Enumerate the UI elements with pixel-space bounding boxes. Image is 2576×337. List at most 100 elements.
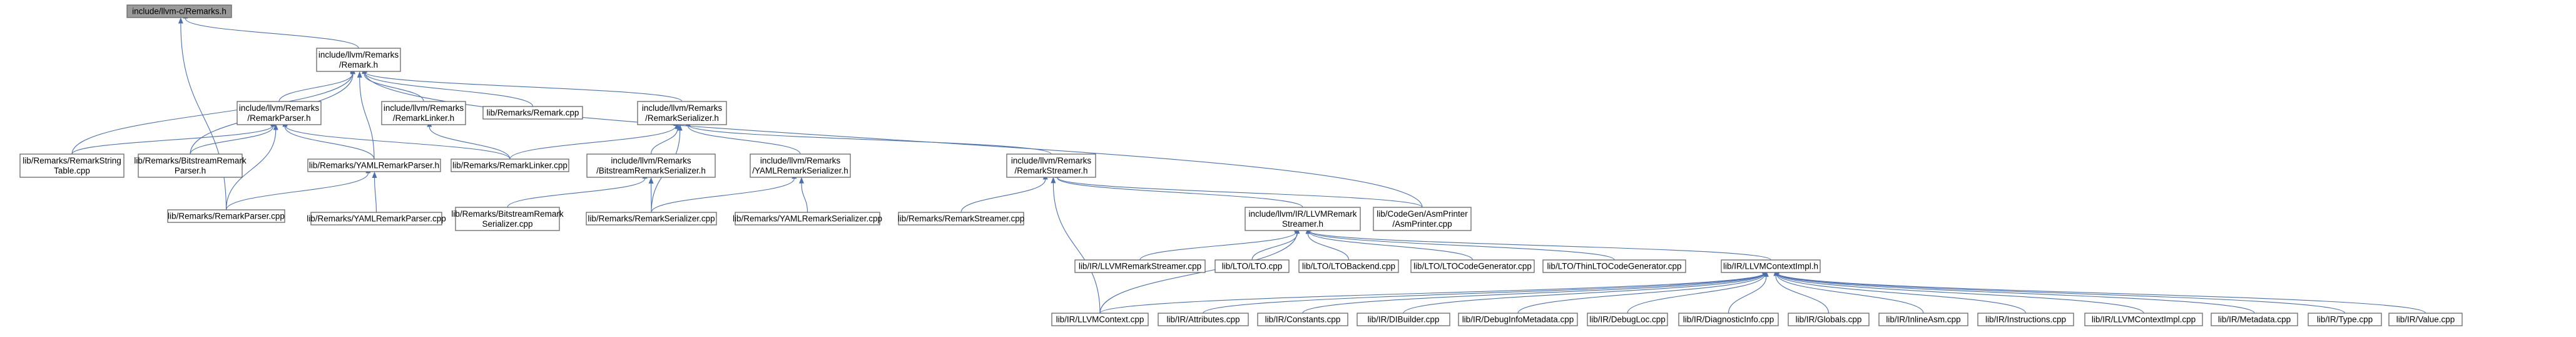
node-label: lib/IR/Value.cpp: [2396, 315, 2455, 324]
node-lib-lto-lto-cpp[interactable]: lib/LTO/LTO.cpp: [1214, 259, 1290, 273]
node-lib-ir-llvmcontext-cpp[interactable]: lib/IR/LLVMContext.cpp: [1051, 313, 1149, 326]
node-lib-ir-globals-cpp[interactable]: lib/IR/Globals.cpp: [1788, 313, 1870, 326]
node-label: lib/Remarks/RemarkLinker.cpp: [452, 161, 568, 170]
node-label: lib/Remarks/RemarkSerializer.cpp: [588, 214, 715, 224]
node-lib-ir-type-cpp[interactable]: lib/IR/Type.cpp: [2308, 313, 2382, 326]
node-box: [1878, 313, 1968, 326]
edge-n31-to-n26: [1517, 267, 1768, 314]
node-label: lib/IR/Metadata.cpp: [2218, 315, 2291, 324]
node-box: [19, 153, 125, 178]
edge-n27-to-n26: [1099, 266, 1768, 314]
edge-n27-to-n13: [1051, 177, 1101, 314]
node-lib-remarks-remarkstreamer-cpp[interactable]: lib/Remarks/RemarkStreamer.cpp: [898, 212, 1025, 226]
node-box: [1458, 313, 1578, 326]
node-lib-lto-thinltocodegenerator-cpp[interactable]: lib/LTO/ThinLTOCodeGenerator.cpp: [1542, 259, 1686, 273]
node-label: include/llvm-c/Remarks.h: [132, 7, 227, 16]
node-box: [451, 158, 569, 172]
node-box: [1074, 259, 1206, 273]
edge-n27-to-n20: [1099, 226, 1300, 314]
edge-n40-to-n26: [1774, 266, 2426, 314]
node-box: [586, 212, 717, 226]
node-lib-remarks-yamlremarkserializer-cpp[interactable]: lib/Remarks/YAMLRemarkSerializer.cpp: [733, 212, 882, 226]
edge-n30-to-n26: [1403, 267, 1768, 314]
node-label: lib/Remarks/YAMLRemarkParser.h: [309, 161, 439, 170]
edge-n18-to-n12: [799, 177, 808, 213]
node-include-llvm-remarks-remarkstreamer-h[interactable]: include/llvm/Remarks/RemarkStreamer.h: [1006, 153, 1096, 178]
edge-n26-to-n20: [1306, 224, 1771, 261]
node-lib-ir-llvmcontextimpl-h[interactable]: lib/IR/LLVMContextImpl.h: [1721, 259, 1821, 273]
edge-n14-to-n13: [1054, 171, 1423, 208]
node-include-llvm-remarks-bitstreamremarkserializer-h[interactable]: include/llvm/Remarks/BitstreamRemarkSeri…: [586, 153, 716, 178]
node-lib-ir-llvmcontextimpl-cpp[interactable]: lib/IR/LLVMContextImpl.cpp: [2084, 313, 2203, 326]
node-box: [2308, 313, 2382, 326]
node-box: [1357, 313, 1450, 326]
node-lib-lto-ltocodegenerator-cpp[interactable]: lib/LTO/LTOCodeGenerator.cpp: [1410, 259, 1535, 273]
node-lib-ir-attributes-cpp[interactable]: lib/IR/Attributes.cpp: [1158, 313, 1249, 326]
node-include-llvm-remarks-yamlremarkserializer-h[interactable]: include/llvm/Remarks/YAMLRemarkSerialize…: [750, 153, 851, 178]
edge-n13-to-n6: [685, 118, 1052, 155]
node-box: [1977, 313, 2074, 326]
node-label: lib/IR/DIBuilder.cpp: [1368, 315, 1440, 324]
node-label: lib/Remarks/YAMLRemarkParser.cpp: [307, 214, 446, 224]
node-include-llvm-remarks-remarkparser-h[interactable]: include/llvm/Remarks/RemarkParser.h: [237, 101, 322, 125]
node-label: include/llvm/Remarks: [318, 50, 399, 60]
node-label: /RemarkStreamer.h: [1014, 166, 1087, 175]
node-label: lib/Remarks/YAMLRemarkSerializer.cpp: [733, 214, 882, 224]
edge-n10-to-n3: [282, 119, 511, 160]
edge-n22-to-n20: [1251, 227, 1300, 261]
node-lib-remarks-yamlremarkparser-h[interactable]: lib/Remarks/YAMLRemarkParser.h: [307, 158, 441, 172]
node-lib-ir-instructions-cpp[interactable]: lib/IR/Instructions.cpp: [1977, 313, 2074, 326]
node-lib-ir-constants-cpp[interactable]: lib/IR/Constants.cpp: [1257, 313, 1348, 326]
node-include-llvm-remarks-remarkserializer-h[interactable]: include/llvm/Remarks/RemarkSerializer.h: [637, 101, 727, 125]
node-label: lib/Remarks/RemarkStreamer.cpp: [898, 214, 1025, 224]
node-box: [586, 153, 716, 178]
edge-n9-to-n1: [357, 71, 375, 160]
node-lib-remarks-remarkserializer-cpp[interactable]: lib/Remarks/RemarkSerializer.cpp: [586, 212, 717, 226]
node-box: [138, 153, 243, 178]
node-lib-remarks-remarklinker-cpp[interactable]: lib/Remarks/RemarkLinker.cpp: [451, 158, 569, 172]
node-lib-ir-debugloc-cpp[interactable]: lib/IR/DebugLoc.cpp: [1587, 313, 1668, 326]
node-lib-ir-llvmremarkstreamer-cpp[interactable]: lib/IR/LLVMRemarkStreamer.cpp: [1074, 259, 1206, 273]
node-box: [750, 153, 851, 178]
node-box: [898, 212, 1024, 226]
node-lib-remarks-remark-cpp[interactable]: lib/Remarks/Remark.cpp: [482, 106, 583, 120]
node-label: lib/LTO/LTO.cpp: [1222, 262, 1283, 271]
node-lib-remarks-bitstreamremarkserializer-cpp[interactable]: lib/Remarks/BitstreamRemarkSerializer.cp…: [451, 207, 564, 231]
node-label: lib/IR/LLVMContextImpl.cpp: [2092, 315, 2196, 324]
edge-n15-to-n9: [372, 171, 377, 213]
node-label: Parser.h: [175, 166, 206, 175]
node-lib-lto-ltobackend-cpp[interactable]: lib/LTO/LTOBackend.cpp: [1298, 259, 1399, 273]
node-box: [1721, 259, 1821, 273]
node-label: lib/IR/DebugLoc.cpp: [1589, 315, 1666, 324]
node-box: [1678, 313, 1779, 326]
node-label: lib/Remarks/Remark.cpp: [487, 108, 579, 118]
edge-n12-to-n6: [685, 120, 801, 155]
node-lib-ir-value-cpp[interactable]: lib/IR/Value.cpp: [2388, 313, 2463, 326]
node-include-llvm-c-remarks-h[interactable]: include/llvm-c/Remarks.h: [126, 4, 232, 18]
node-lib-ir-dibuilder-cpp[interactable]: lib/IR/DIBuilder.cpp: [1357, 313, 1450, 326]
node-label: Serializer.cpp: [482, 219, 532, 229]
node-lib-ir-inlineasm-cpp[interactable]: lib/IR/InlineAsm.cpp: [1878, 313, 1968, 326]
node-include-llvm-ir-llvmremarkstreamer-h[interactable]: include/llvm/IR/LLVMRemarkStreamer.h: [1245, 207, 1361, 231]
edge-n34-to-n26: [1773, 269, 1830, 314]
edge-n2-to-n0: [178, 17, 227, 210]
node-include-llvm-remarks-remarklinker-h[interactable]: include/llvm/Remarks/RemarkLinker.h: [381, 101, 466, 125]
node-box: [316, 48, 401, 72]
node-box: [455, 207, 560, 231]
node-include-llvm-remarks-remark-h[interactable]: include/llvm/Remarks/Remark.h: [316, 48, 401, 72]
node-label: include/llvm/Remarks: [239, 103, 320, 113]
node-lib-remarks-remarkparser-cpp[interactable]: lib/Remarks/RemarkParser.cpp: [167, 209, 285, 223]
edge-n19-to-n13: [960, 173, 1048, 213]
node-lib-ir-debuginfometadata-cpp[interactable]: lib/IR/DebugInfoMetadata.cpp: [1458, 313, 1578, 326]
node-lib-remarks-yamlremarkparser-cpp[interactable]: lib/Remarks/YAMLRemarkParser.cpp: [307, 212, 446, 226]
node-label: include/llvm/IR/LLVMRemark: [1248, 209, 1357, 219]
node-lib-ir-metadata-cpp[interactable]: lib/IR/Metadata.cpp: [2211, 313, 2298, 326]
node-box: [1587, 313, 1668, 326]
node-label: include/llvm/Remarks: [1011, 156, 1092, 165]
node-lib-ir-diagnosticinfo-cpp[interactable]: lib/IR/DiagnosticInfo.cpp: [1678, 313, 1779, 326]
node-label: lib/LTO/ThinLTOCodeGenerator.cpp: [1547, 262, 1681, 271]
node-lib-codegen-asmprinter-asmprinter-cpp[interactable]: lib/CodeGen/AsmPrinter/AsmPrinter.cpp: [1373, 207, 1472, 231]
node-box: [482, 106, 583, 120]
